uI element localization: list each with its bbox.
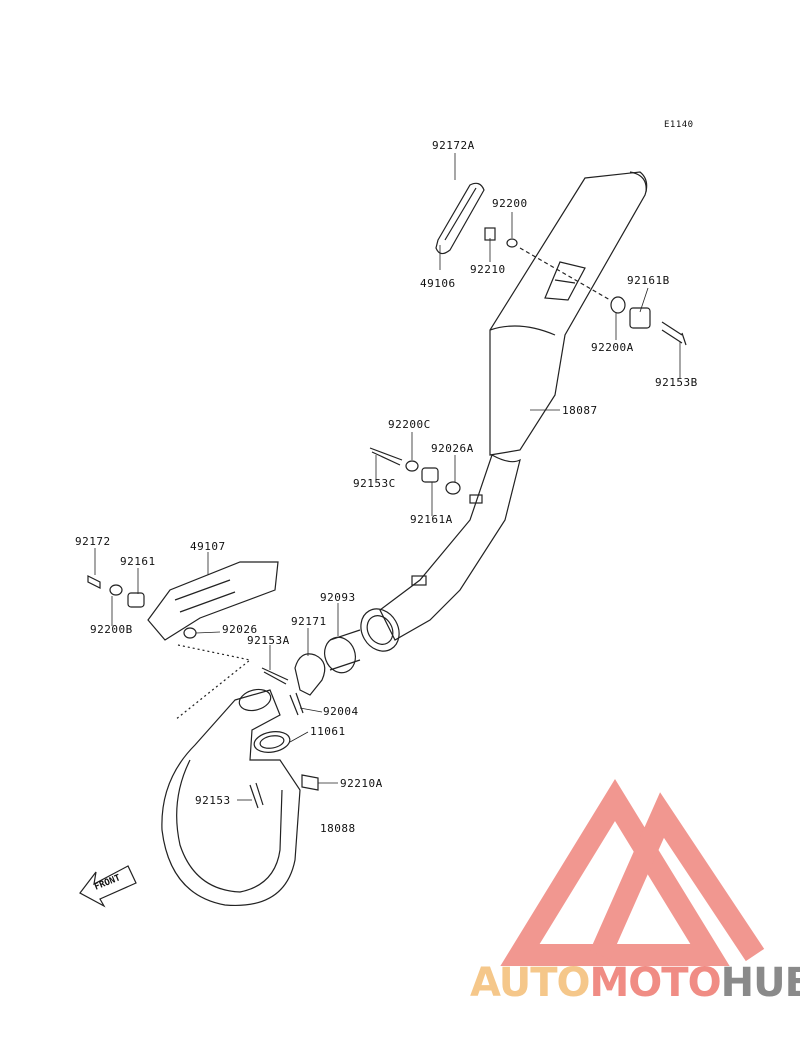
part-label: 92161A bbox=[410, 513, 453, 526]
watermark-hub: HUB bbox=[720, 960, 800, 1006]
part-label: 92161B bbox=[627, 274, 670, 287]
part-label: 92153B bbox=[655, 376, 698, 389]
bracket-49107 bbox=[147, 561, 279, 641]
part-label: 92200B bbox=[90, 623, 133, 636]
watermark-logo bbox=[500, 778, 765, 966]
part-label: 18087 bbox=[562, 404, 598, 417]
part-label: 92172 bbox=[75, 535, 111, 548]
part-label: 49106 bbox=[420, 277, 456, 290]
part-label: 92210A bbox=[340, 777, 383, 790]
part-label: 92171 bbox=[291, 615, 327, 628]
ring-92093 bbox=[329, 629, 361, 671]
part-label: 92200A bbox=[591, 341, 634, 354]
part-label: 92026 bbox=[222, 623, 258, 636]
watermark-text: AUTOMOTOHUB bbox=[470, 960, 800, 1006]
watermark-auto: AUTO bbox=[470, 960, 590, 1006]
bracket-49106 bbox=[435, 182, 485, 255]
part-label: 92093 bbox=[320, 591, 356, 604]
part-label: 92004 bbox=[323, 705, 359, 718]
part-label: 92153C bbox=[353, 477, 396, 490]
part-label: 92153 bbox=[195, 794, 231, 807]
part-label: 92026A bbox=[431, 442, 474, 455]
head-pipe bbox=[161, 689, 301, 907]
part-label: 92153A bbox=[247, 634, 290, 647]
part-label: 18088 bbox=[320, 822, 356, 835]
mid-pipe bbox=[379, 454, 521, 641]
heat-shield bbox=[544, 261, 586, 301]
watermark-moto: MOTO bbox=[589, 960, 722, 1006]
part-label: 11061 bbox=[310, 725, 346, 738]
part-label: 49107 bbox=[190, 540, 226, 553]
part-label: 92200C bbox=[388, 418, 431, 431]
part-label: 92200 bbox=[492, 197, 528, 210]
part-label: 92161 bbox=[120, 555, 156, 568]
part-label: 92210 bbox=[470, 263, 506, 276]
front-arrow bbox=[79, 865, 137, 908]
part-label: 92172A bbox=[432, 139, 475, 152]
diagram-code: E1140 bbox=[664, 120, 694, 130]
